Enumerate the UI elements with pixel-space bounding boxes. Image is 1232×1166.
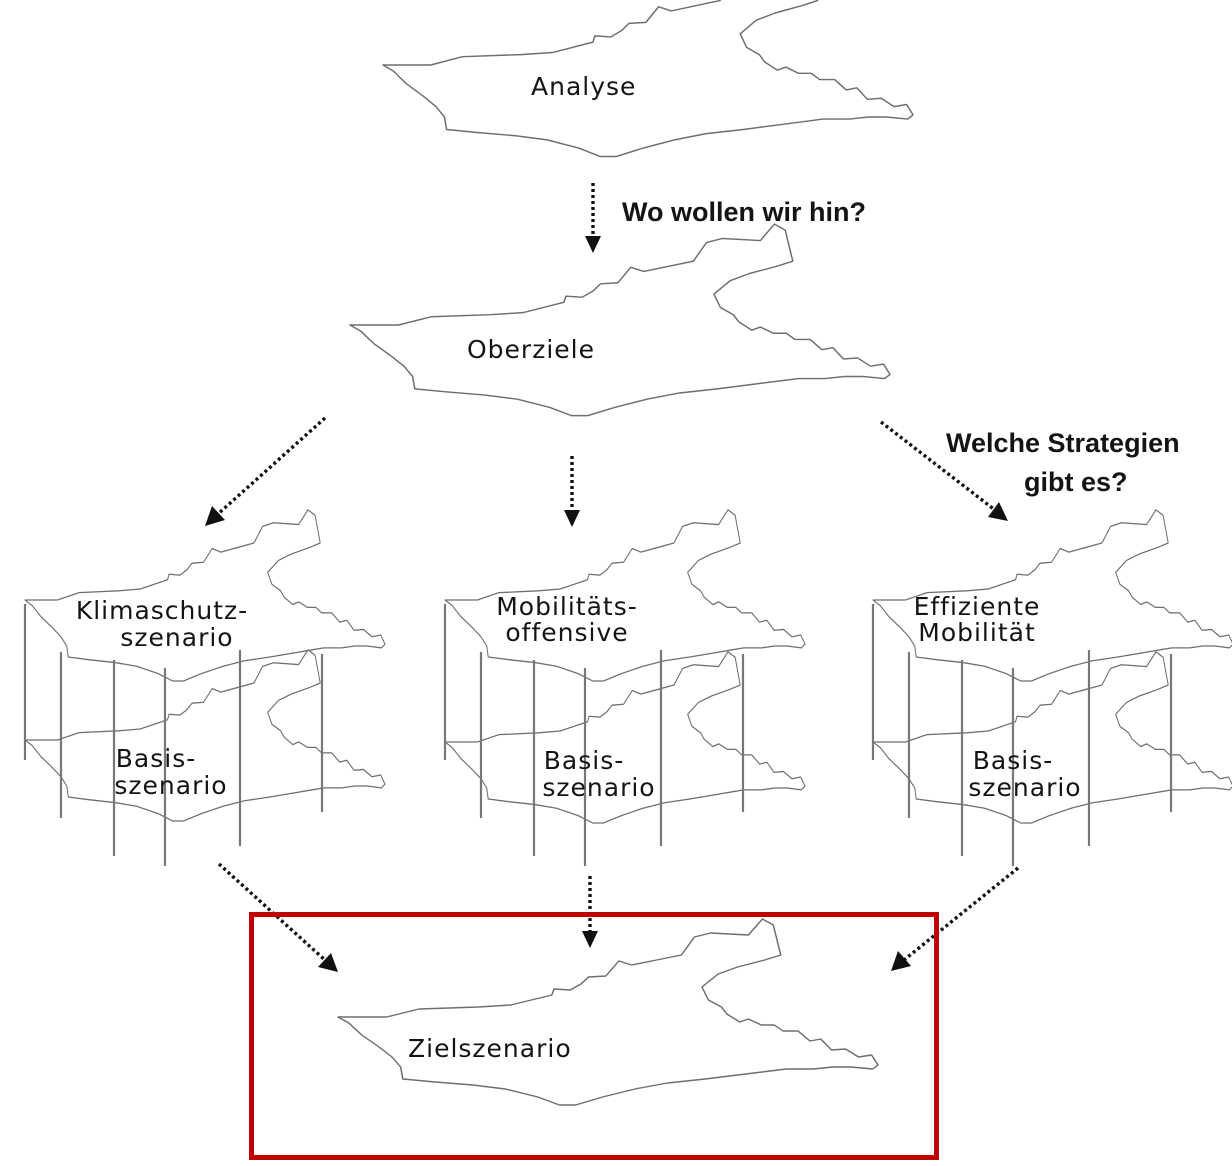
arrow-oberziele-to-scenario-3 [879,420,1008,521]
arrow-analyse-to-oberziele [585,183,601,253]
scenario-title-3-line2: Mobilität [918,618,1036,647]
node-label-zielszenario: Zielszenario [408,1034,572,1063]
scenario-base-1-line2: szenario [114,771,228,800]
zielszenario-highlight-frame [249,912,939,1160]
arrow-scenario-3-to-ziel [891,866,1020,971]
scenario-base-3-line2: szenario [968,773,1082,802]
scenario-map-1 [23,509,386,866]
scenario-map-3 [871,509,1232,866]
scenario-base-1-line1: Basis- [115,744,197,773]
node-label-oberziele: Oberziele [467,335,595,364]
oberziele-map [349,223,891,417]
question-strategies-line1: Welche Strategien [946,428,1180,458]
question-strategies-line2: gibt es? [1024,467,1128,497]
node-label-analyse: Analyse [531,72,637,101]
scenario-title-1-line1: Klimaschutz- [75,596,249,625]
arrow-oberziele-to-scenario-2 [564,456,580,527]
arrow-oberziele-to-scenario-1 [205,416,327,526]
scenario-title-1-line2: szenario [120,623,234,652]
arrow-scenario-2-to-ziel [582,876,598,948]
scenario-base-2-line1: Basis- [543,746,625,775]
scenario-title-3-line1: Effiziente [913,592,1041,621]
scenario-map-2 [443,509,806,866]
scenario-title-2-line2: offensive [505,618,629,647]
scenario-base-3-line1: Basis- [972,746,1054,775]
question-where-to: Wo wollen wir hin? [622,197,866,227]
scenario-title-2-line1: Mobilitäts- [496,592,638,621]
scenario-base-2-line2: szenario [542,773,656,802]
